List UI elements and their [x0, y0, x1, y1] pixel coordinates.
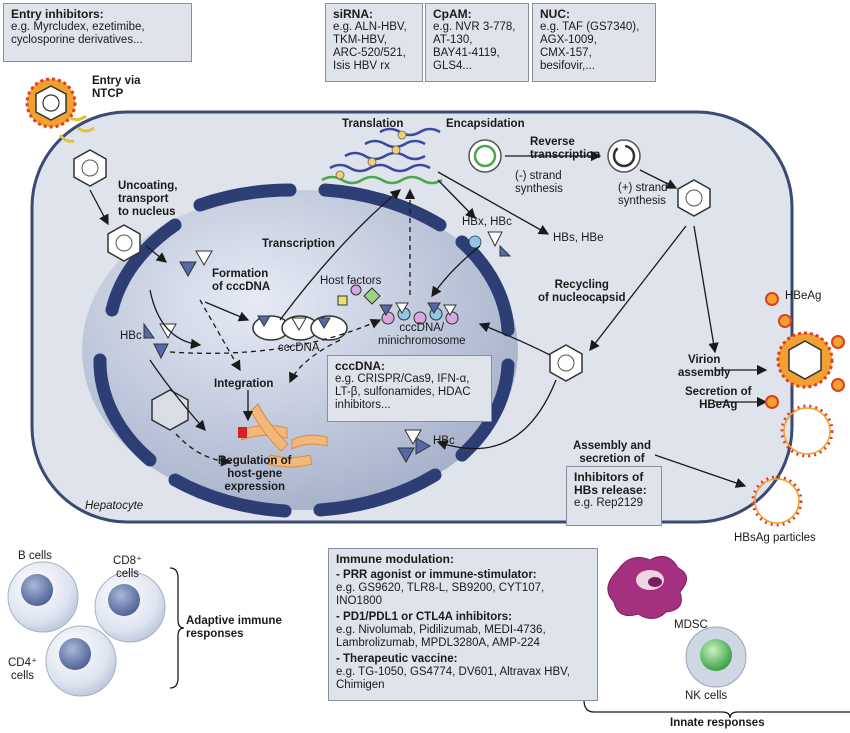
label-recycling: Recycling of nucleocapsid — [538, 279, 626, 304]
label-b-cells: B cells — [18, 550, 52, 562]
hbs-release-box: Inhibitors of HBs release: e.g. Rep2129 — [566, 466, 662, 526]
capsid-icon — [73, 149, 711, 431]
protein-triangle-icon — [143, 231, 512, 464]
nuc-box: NUC: e.g. TAF (GS7340), AGX-1009, CMX-15… — [532, 3, 656, 82]
immune-modulation-box: Immune modulation: - PRR agonist or immu… — [328, 548, 598, 701]
label-hepatocyte: Hepatocyte — [85, 500, 144, 512]
label-host-factors: Host factors — [320, 275, 382, 287]
chromosome-icon — [241, 403, 328, 468]
label-transcription: Transcription — [262, 238, 335, 250]
entry-inhibitors-title: Entry inhibitors: — [11, 7, 104, 21]
sirna-box: siRNA: e.g. ALN-HBV, TKM-HBV, ARC-520/52… — [325, 3, 423, 82]
entry-inhibitors-box: Entry inhibitors: e.g. Myrcludex, ezetim… — [3, 3, 192, 62]
label-assembly-secretion: Assembly and secretion of — [573, 440, 651, 465]
hbs-release-title: Inhibitors of HBs release: — [574, 470, 647, 497]
label-innate: Innate responses — [670, 717, 765, 729]
label-secretion-hbeag: Secretion of HBeAg — [685, 386, 752, 411]
nuc-title: NUC: — [540, 7, 570, 21]
virus-icon — [25, 77, 77, 129]
virion-icon — [776, 331, 834, 389]
label-translation: Translation — [342, 118, 404, 130]
label-cd4-cells: CD4⁺ cells — [8, 657, 38, 682]
cpam-title: CpAM: — [433, 7, 472, 21]
label-plus-strand: (+) strand synthesis — [618, 182, 668, 207]
nuc-body: e.g. TAF (GS7340), AGX-1009, CMX-157, be… — [540, 21, 640, 72]
immune-section-body: e.g. GS9620, TLR8-L, SB9200, CYT107, INO… — [336, 582, 545, 607]
mdsc-icon — [607, 555, 687, 619]
label-formation: Formation of cccDNA — [212, 268, 271, 293]
nk-cell-icon — [685, 626, 747, 688]
label-hbs-hbe: HBs, HBe — [553, 232, 604, 244]
immune-section-head: - PD1/PDL1 or CTL4A inhibitors: — [336, 611, 512, 623]
sirna-body: e.g. ALN-HBV, TKM-HBV, ARC-520/521, Isis… — [333, 21, 407, 72]
immune-cell-icon — [7, 561, 166, 697]
label-virion-assembly: Virion assembly — [678, 354, 731, 379]
immune-section-body: e.g. Nivolumab, Pidilizumab, MEDI-4736, … — [336, 624, 546, 649]
nuclear-envelope — [93, 183, 515, 518]
immune-section-body: e.g. TG-1050, GS4774, DV601, Altravax HB… — [336, 666, 570, 691]
label-reverse-transcription: Reverse transcription — [530, 136, 601, 161]
rna-strand-icon — [321, 127, 443, 185]
immune-modulation-title: Immune modulation: — [336, 552, 454, 566]
label-regulation: Regulation of host-gene expression — [218, 455, 292, 493]
label-cccdna: cccDNA — [278, 342, 320, 354]
hbs-release-body: e.g. Rep2129 — [574, 497, 644, 509]
cccdna-title: cccDNA: — [335, 359, 386, 373]
label-hbeag: HBeAg — [785, 290, 822, 302]
immune-section-head: - PRR agonist or immune-stimulator: — [336, 569, 537, 581]
entry-inhibitors-body: e.g. Myrcludex, ezetimibe, cyclosporine … — [11, 21, 145, 46]
label-cd8-cells: CD8⁺ cells — [113, 555, 143, 580]
label-hbsag-particles: HBsAg particles — [734, 532, 816, 544]
label-minichromosome: cccDNA/ minichromosome — [378, 322, 466, 347]
label-mdsc: MDSC — [674, 619, 708, 631]
label-encapsidation: Encapsidation — [446, 118, 525, 130]
label-entry-ntcp: Entry via NTCP — [92, 75, 141, 100]
immune-section-head: - Therapeutic vaccine: — [336, 653, 458, 665]
label-uncoating: Uncoating, transport to nucleus — [118, 180, 178, 218]
label-hbc-left: HBc — [120, 330, 142, 342]
label-minus-strand: (-) strand synthesis — [515, 170, 563, 195]
cpam-box: CpAM: e.g. NVR 3-778, AT-130, BAY41-4119… — [425, 3, 529, 82]
label-hbx-hbc: HBx, HBc — [462, 216, 512, 228]
cccdna-body: e.g. CRISPR/Cas9, IFN-α, LT-β, sulfonami… — [335, 373, 471, 411]
label-nk-cells: NK cells — [685, 690, 728, 702]
sirna-title: siRNA: — [333, 7, 374, 21]
cpam-body: e.g. NVR 3-778, AT-130, BAY41-4119, GLS4… — [433, 21, 516, 72]
label-integration: Integration — [214, 378, 274, 390]
cccdna-box: cccDNA: e.g. CRISPR/Cas9, IFN-α, LT-β, s… — [327, 355, 492, 422]
label-adaptive: Adaptive immune responses — [186, 615, 282, 640]
label-hbc-bottom: HBc — [433, 435, 455, 447]
